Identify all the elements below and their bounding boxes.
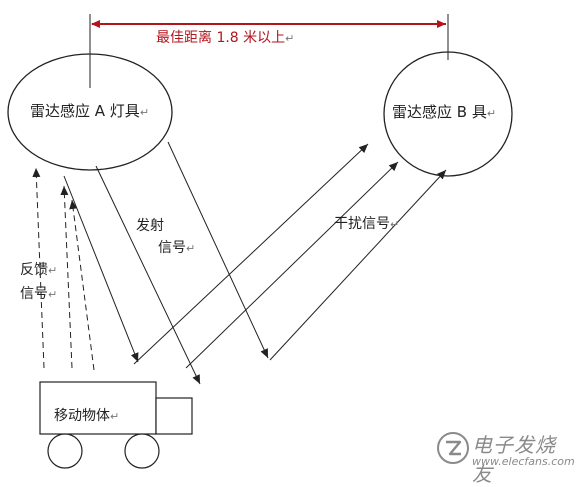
- reflect-arrow-2: [185, 161, 399, 369]
- moving-object-label: 移动物体↵: [54, 408, 120, 424]
- feedback-arrow-2: [60, 185, 73, 369]
- distance-label: 最佳距离 1.8 米以上↵: [156, 30, 295, 46]
- distance-text: 最佳距离 1.8 米以上: [156, 30, 286, 46]
- interference-label: 干扰信号↵: [334, 216, 400, 232]
- sensor-b-ellipse: [383, 51, 513, 177]
- sensor-b-label: 雷达感应 B 具↵: [392, 103, 497, 121]
- sensor-a-ellipse: [7, 53, 173, 171]
- feedback-arrow-1: [32, 167, 45, 369]
- vehicle-body: [39, 381, 157, 435]
- feedback-arrow-3: [69, 199, 95, 371]
- sensor-a-text: 雷达感应 A 灯具: [30, 102, 140, 120]
- emit-signal-arrow-2: [95, 165, 201, 385]
- reflect-arrow-1: [133, 143, 369, 365]
- watermark-url: www.elecfans.com: [472, 455, 575, 468]
- moving-object-text: 移动物体: [54, 408, 110, 424]
- watermark: 电子发烧友 www.elecfans.com: [436, 425, 575, 486]
- feedback-label-line-2: 信号↵: [20, 286, 58, 302]
- feedback-label-line-1: 反馈↵: [20, 262, 58, 278]
- reflect-arrow-3: [269, 169, 447, 361]
- interference-text: 干扰信号: [334, 216, 390, 232]
- vehicle-cab: [155, 397, 193, 435]
- vehicle-wheel-rear: [124, 433, 160, 469]
- vehicle-wheel-front: [47, 433, 83, 469]
- sensor-a-label: 雷达感应 A 灯具↵: [30, 102, 150, 120]
- watermark-logo-icon: [437, 432, 469, 464]
- emit-signal-arrow-3: [167, 141, 269, 359]
- emit-label-line-1: 发射: [136, 218, 164, 234]
- sensor-b-text: 雷达感应 B 具: [392, 103, 487, 121]
- emit-label-line-2: 信号↵: [158, 240, 196, 256]
- emit-signal-arrow-1: [63, 175, 139, 363]
